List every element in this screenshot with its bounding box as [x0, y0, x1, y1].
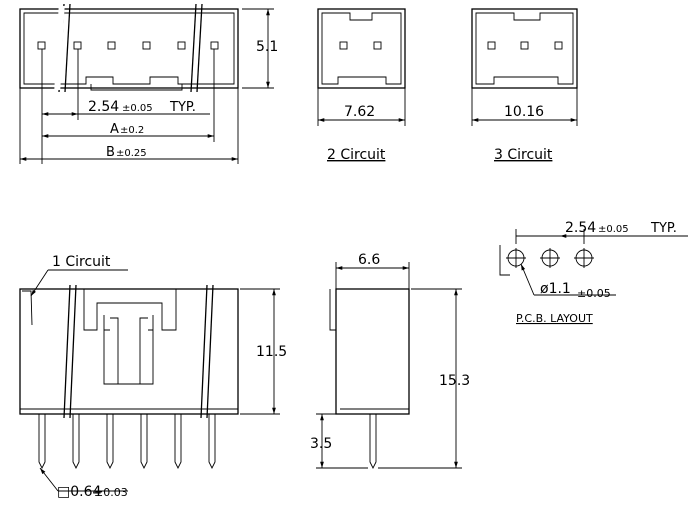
- dim-label-2c-width: 7.62: [344, 104, 375, 120]
- dim-label-height: 5.1: [256, 39, 278, 55]
- top-view-multi-circuit: 5.1 2.54 ±0.05 TYP. A ±0.2 B ±0.25: [19, 3, 278, 164]
- pcb-hole-tol: ±0.05: [577, 287, 611, 300]
- b-tolerance: ±0.25: [116, 148, 147, 159]
- dim-label-side-height: 15.3: [439, 373, 470, 389]
- dim-label-3c-width: 10.16: [504, 104, 544, 120]
- pitch-tolerance: ±0.05: [122, 103, 153, 114]
- dim-b: B ±0.25: [19, 88, 239, 164]
- pin-size-value: □0.64: [57, 484, 101, 500]
- a-label: A: [110, 122, 119, 137]
- dim-height-5-1: 5.1: [242, 8, 278, 89]
- pcb-pitch-typ: TYP.: [650, 221, 677, 236]
- dim-label-side-width: 6.6: [358, 252, 380, 268]
- dim-a: A ±0.2: [42, 122, 214, 138]
- pcb-hole-dia: ø1.1: [540, 281, 571, 297]
- pcb-layout-caption: P.C.B. LAYOUT: [516, 312, 593, 325]
- b-label: B: [106, 145, 115, 160]
- dim-pitch: 2.54 ±0.05 TYP.: [41, 49, 215, 164]
- caption-2-circuit: 2 Circuit: [327, 147, 386, 163]
- caption-3-circuit: 3 Circuit: [494, 147, 553, 163]
- pcb-holes: [506, 248, 594, 268]
- pin-squares-multi: [37, 41, 219, 50]
- dim-label-pin-length: 3.5: [310, 436, 332, 452]
- front-pins: [38, 414, 216, 470]
- pitch-value: 2.54: [88, 99, 119, 115]
- pitch-typ: TYP.: [169, 100, 196, 115]
- a-tolerance: ±0.2: [120, 125, 144, 136]
- pcb-pitch-value: 2.54: [565, 220, 596, 236]
- front-view: 1 Circuit 11.5 □0.64 ±0.03: [19, 254, 287, 500]
- top-view-3-circuit: 10.16 3 Circuit: [471, 8, 578, 163]
- pcb-layout: 2.54 ±0.05 TYP. ø1.1 ±0.05 P.C.B. LAYOUT: [499, 220, 688, 325]
- pin-size-tol: ±0.03: [94, 486, 128, 499]
- side-view: 6.6 15.3 3.5: [310, 252, 470, 470]
- pcb-pitch-tol: ±0.05: [598, 224, 629, 235]
- leader-1-circuit: 1 Circuit: [52, 254, 111, 270]
- top-view-2-circuit: 7.62 2 Circuit: [317, 8, 406, 163]
- dim-label-front-height: 11.5: [256, 344, 287, 360]
